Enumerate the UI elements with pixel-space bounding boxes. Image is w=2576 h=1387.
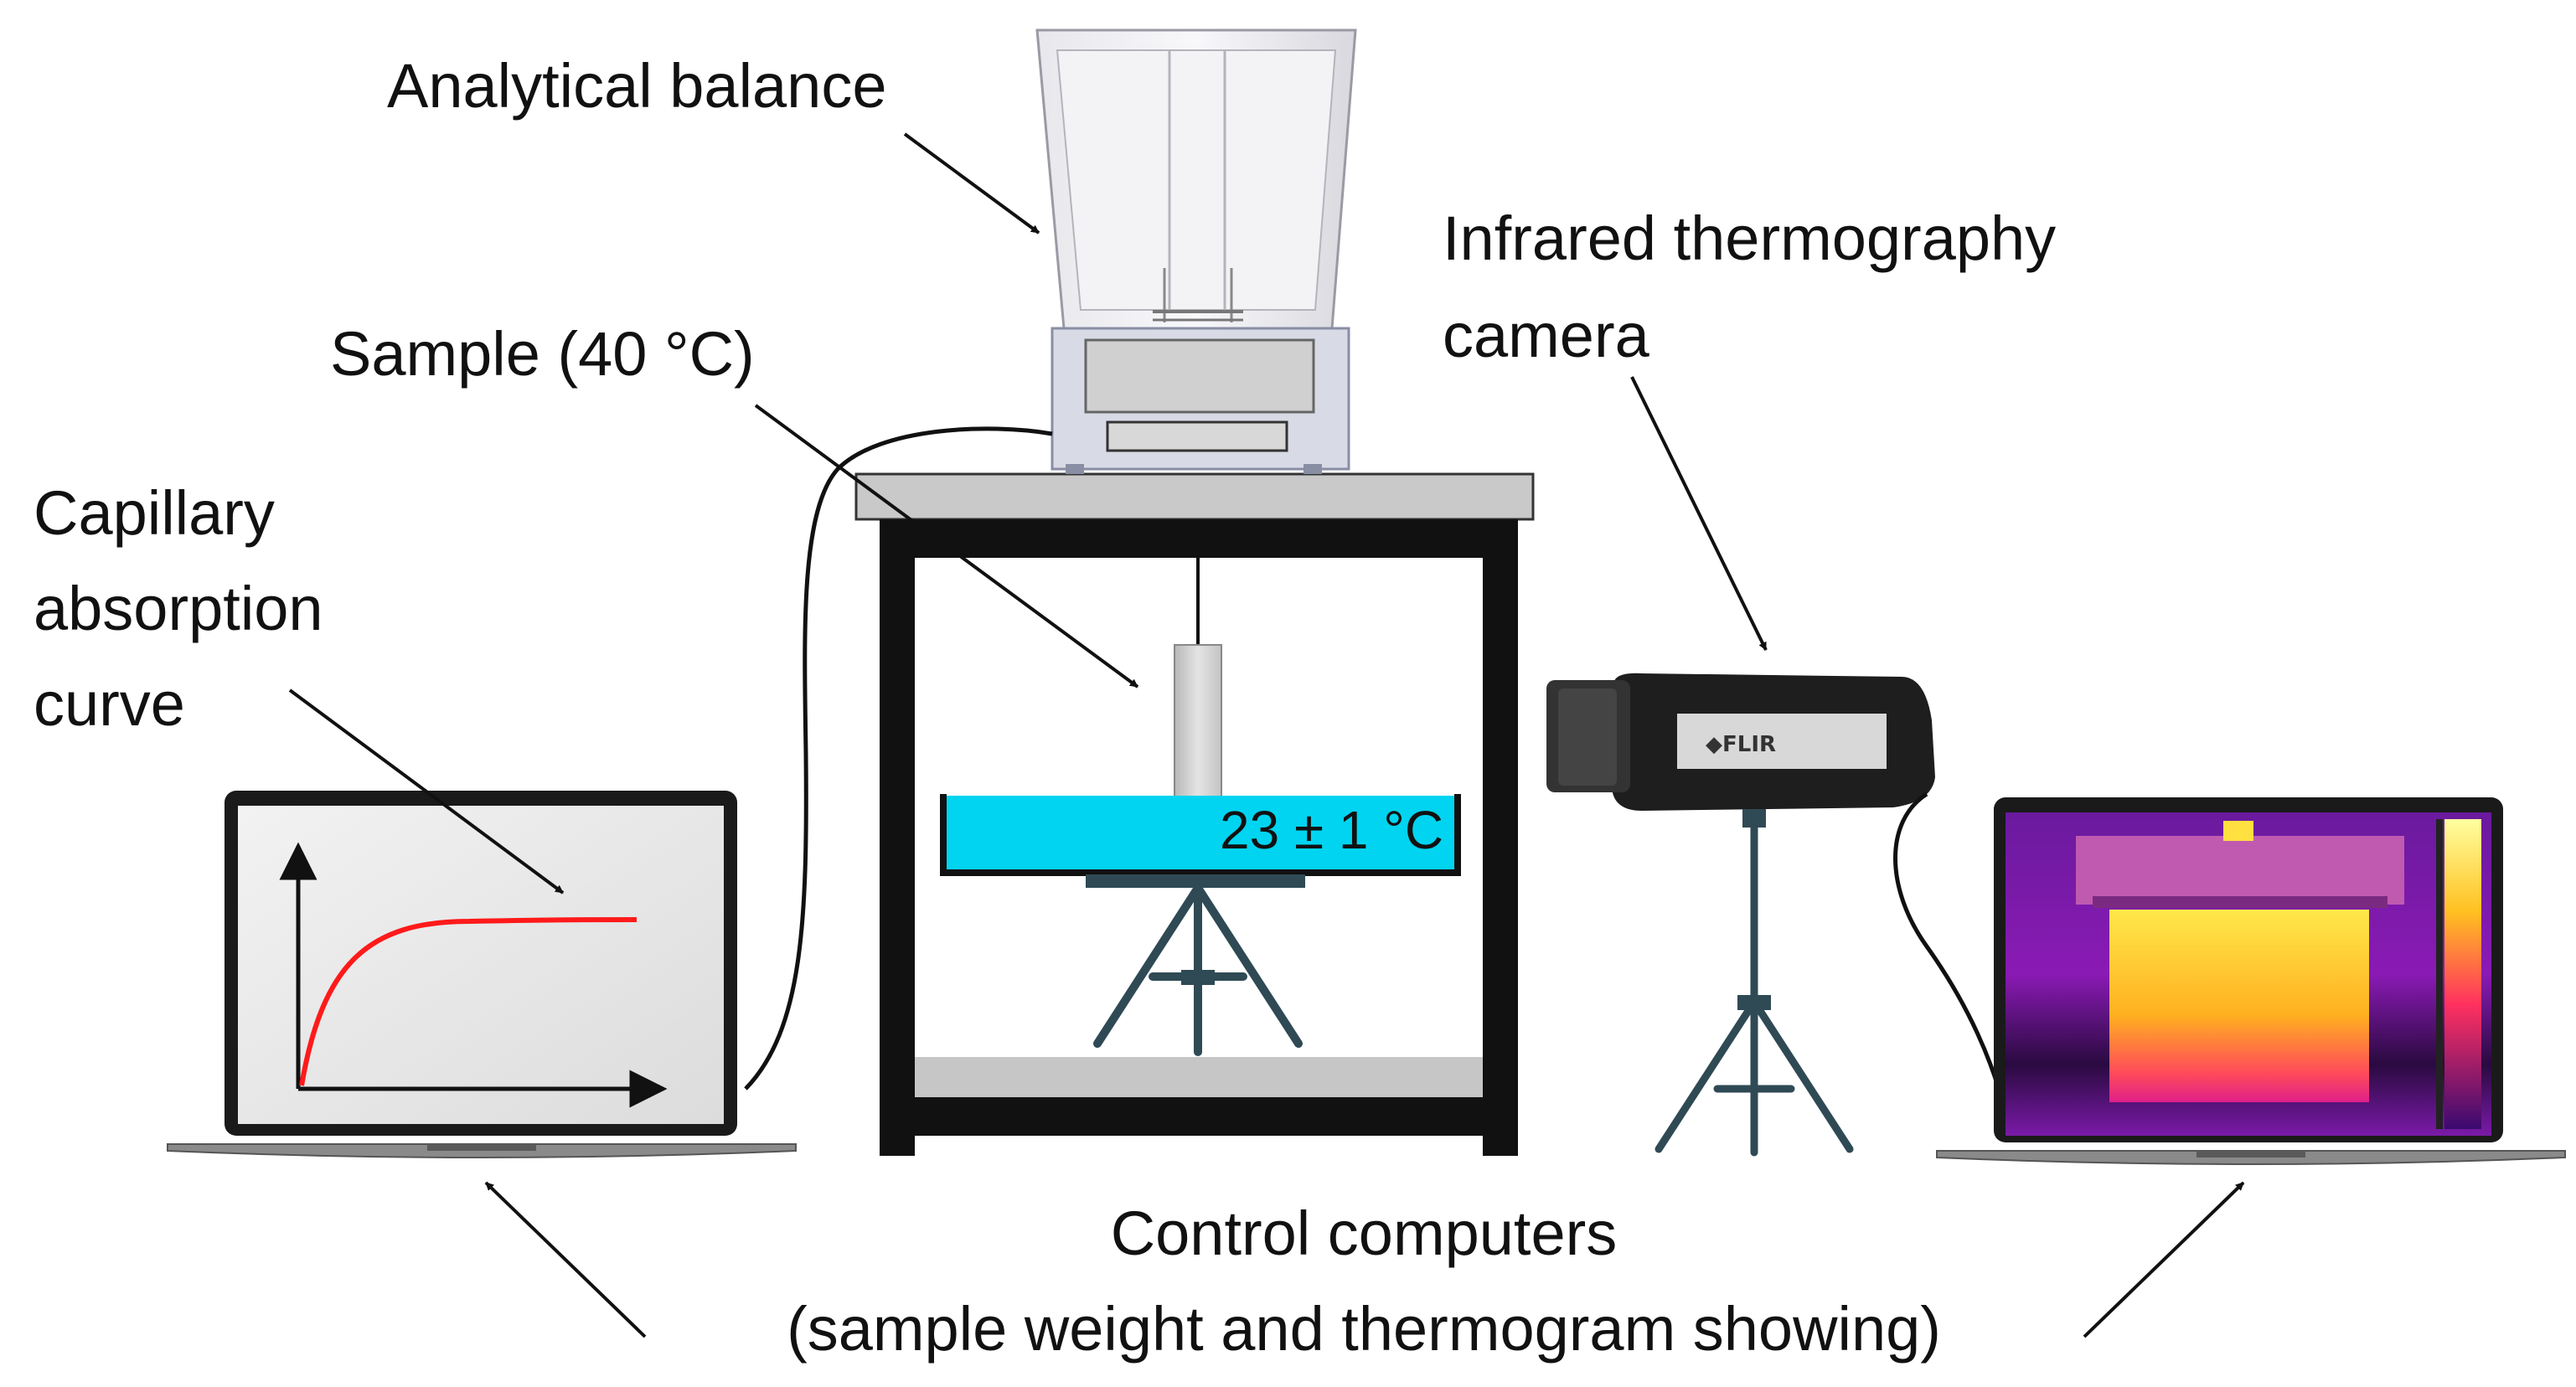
camera-tripod bbox=[1655, 823, 1854, 1157]
capillary-absorption-curve bbox=[299, 917, 638, 1086]
capillary-label-line3: curve bbox=[34, 669, 185, 739]
infrared-camera-label-line1: Infrared thermography bbox=[1443, 204, 2056, 273]
control-computers-label-line1: Control computers bbox=[1111, 1199, 1618, 1268]
infrared-camera-label-line2: camera bbox=[1443, 301, 1650, 370]
tabletop bbox=[854, 472, 1535, 521]
balance-display bbox=[1106, 420, 1288, 452]
left-laptop-screen bbox=[238, 806, 724, 1124]
bath-tripod bbox=[1093, 884, 1303, 1056]
sample-specimen bbox=[1174, 644, 1222, 802]
table-leg-left bbox=[880, 519, 915, 1156]
table bbox=[854, 472, 1535, 1156]
thermogram-color-bar bbox=[2444, 819, 2481, 1129]
table-top-rail bbox=[880, 519, 1518, 558]
capillary-label-line1: Capillary bbox=[34, 478, 275, 548]
cable-balance-laptop bbox=[744, 426, 1053, 1091]
capillary-label-line2: absorption bbox=[34, 574, 323, 643]
flir-brand-label: ◆FLIR bbox=[1706, 732, 1776, 757]
callout-arrows bbox=[288, 132, 2245, 1338]
cable-camera-laptop bbox=[1893, 791, 2008, 1115]
left-laptop-arrow bbox=[484, 1181, 647, 1338]
sample-arrow bbox=[754, 404, 1139, 688]
analytical-balance-icon bbox=[1035, 28, 1357, 474]
laptop-icon bbox=[167, 791, 797, 1158]
control-computers-label-line2: (sample weight and thermogram showing) bbox=[787, 1294, 1941, 1364]
balance-window bbox=[1084, 338, 1315, 414]
balance-arrow bbox=[903, 132, 1040, 235]
right-laptop-arrow bbox=[2083, 1181, 2245, 1338]
lower-shelf bbox=[915, 1057, 1483, 1097]
thermogram-sample bbox=[2109, 910, 2369, 1102]
water-temperature-label: 23 ± 1 °C bbox=[1220, 800, 1443, 860]
lower-rail bbox=[880, 1097, 1518, 1136]
table-leg-right bbox=[1483, 519, 1518, 1156]
camera-label-plate bbox=[1677, 714, 1887, 769]
water bbox=[947, 796, 1454, 869]
sample-label: Sample (40 °C) bbox=[330, 319, 755, 389]
thermogram-stem bbox=[2223, 821, 2253, 841]
analytical-balance-label: Analytical balance bbox=[387, 51, 886, 121]
camera-arrow bbox=[1630, 376, 1768, 651]
thermal-camera-icon: ◆FLIR bbox=[1546, 673, 1935, 828]
curve-arrow bbox=[288, 688, 565, 895]
water-bath: 23 ± 1 °C bbox=[940, 794, 1461, 888]
thermogram-fixture bbox=[2076, 836, 2404, 905]
laptop-icon bbox=[1936, 797, 2566, 1165]
